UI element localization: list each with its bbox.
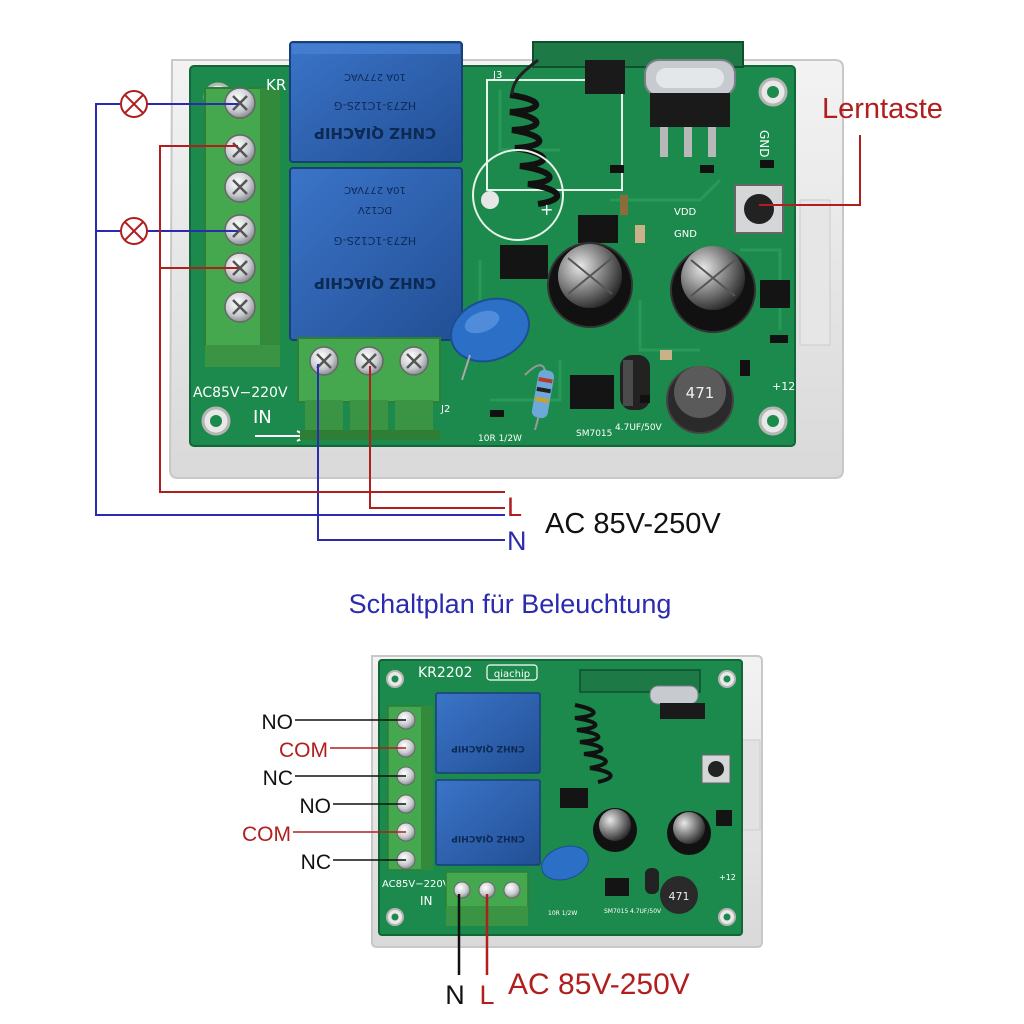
top-relay-2-rating: 10A 277VAC — [344, 184, 406, 195]
top-ic-2 — [578, 215, 618, 243]
bottom-relay-2-brand: CNHZ QIACHIP — [451, 833, 525, 843]
bottom-terminal-label-1: NO — [262, 711, 294, 734]
bottom-varistor — [541, 845, 589, 881]
top-relay-1: CNHZ QIACHIP HZ73-1C12S-G 10A 277VAC — [289, 41, 463, 163]
top-relay-2-brand: CNHZ QIACHIP — [314, 274, 436, 292]
top-lamp-2 — [120, 217, 148, 245]
top-mosfet — [760, 280, 790, 308]
top-cap-1 — [547, 242, 633, 328]
bottom-enclosure-clip — [741, 739, 761, 831]
top-cap-2 — [670, 246, 756, 333]
bottom-cap-small — [645, 868, 659, 894]
bottom-crystal — [649, 685, 699, 705]
bottom-terminal-label-4: NO — [300, 795, 332, 818]
top-wire-blue-n — [95, 103, 505, 516]
top-resistor-label: 10R 1/2W — [478, 434, 522, 444]
bottom-relay-2: CNHZ QIACHIP — [435, 779, 541, 866]
top-ic-1 — [500, 245, 548, 279]
top-relay-2: CNHZ QIACHIP HZ73-1C12S-G DC12V 10A 277V… — [289, 167, 463, 341]
bottom-mosfet — [716, 810, 732, 826]
top-j2-label: J2 — [440, 404, 450, 415]
bottom-relay-1: CNHZ QIACHIP — [435, 692, 541, 774]
top-in-label: IN — [253, 407, 272, 428]
top-vdd-label: VDD — [674, 207, 697, 218]
bottom-terminal-label-3: NC — [263, 767, 293, 790]
top-relay-1-brand: CNHZ QIACHIP — [314, 124, 436, 142]
top-varistor — [450, 297, 530, 381]
top-output-screws — [224, 87, 256, 323]
bottom-cap-label: 4.7UF/50V — [630, 908, 662, 915]
top-relay-1-rating: 10A 277VAC — [344, 71, 406, 82]
top-wire-red-l — [369, 366, 505, 509]
top-antenna-coil — [509, 92, 561, 207]
bottom-antenna-coil — [574, 703, 613, 784]
bottom-regulator-ic — [605, 878, 629, 896]
bottom-in-label: IN — [420, 894, 433, 908]
bottom-learn-button[interactable] — [701, 754, 731, 784]
bottom-cap-2 — [667, 811, 711, 855]
top-wiring — [95, 103, 505, 541]
top-plus12-label: +12 — [772, 380, 795, 393]
bottom-terminal-leaders — [293, 719, 406, 861]
bottom-cap-1 — [593, 808, 637, 852]
top-learn-button[interactable] — [734, 184, 784, 234]
top-regulator-label: SM7015 — [576, 429, 612, 439]
top-relay-2-voltage: DC12V — [358, 204, 392, 215]
bottom-ic-1 — [560, 788, 588, 808]
top-lerntaste-leader — [759, 135, 861, 206]
bottom-board-model: KR2202 — [418, 665, 473, 681]
diagram-title: Schaltplan für Beleuchtung — [349, 589, 672, 619]
top-relay-1-model: HZ73-1C12S-G — [334, 99, 416, 112]
bottom-brand-box — [486, 664, 538, 681]
top-wire-blue-terminal — [317, 364, 505, 541]
top-l-label: L — [507, 492, 522, 522]
bottom-brand: qiachip — [494, 669, 530, 680]
top-smd-module-chip — [585, 60, 625, 94]
top-board-model: KR — [266, 76, 286, 94]
bottom-l-label: L — [479, 980, 494, 1010]
top-input-label: AC85V−220V — [193, 385, 288, 401]
bottom-resistor-label: 10R 1/2W — [548, 910, 577, 917]
top-enclosure-clip — [799, 199, 831, 346]
top-n-label: N — [507, 526, 527, 556]
bottom-voltage-label: AC 85V-250V — [508, 968, 690, 1001]
top-gnd-label: GND — [757, 130, 771, 158]
top-wire-red-com — [159, 145, 505, 493]
bottom-n-label: N — [445, 980, 465, 1010]
top-cap-label: 4.7UF/50V — [615, 423, 663, 433]
top-mounting-holes — [201, 77, 788, 436]
top-j3-label: J3 — [492, 70, 502, 81]
top-relay-2-model: HZ73-1C12S-G — [334, 234, 416, 247]
bottom-regulator-to220 — [660, 703, 705, 719]
top-voltage-label: AC 85V-250V — [545, 508, 721, 540]
bottom-module: KR2202 qiachip CNHZ QIACHIP — [242, 655, 763, 1010]
bottom-output-terminal-block — [387, 705, 433, 871]
top-resistor — [524, 364, 555, 431]
top-antenna-lead — [510, 58, 539, 96]
top-gnd2-label: GND — [674, 229, 697, 240]
bottom-input-label: AC85V−220V — [382, 879, 450, 890]
bottom-terminal-label-2: COM — [279, 739, 328, 762]
top-regulator-ic — [570, 375, 614, 409]
bottom-relay-1-brand: CNHZ QIACHIP — [451, 743, 525, 753]
lerntaste-label: Lerntaste — [822, 93, 943, 125]
top-smd-components — [490, 160, 788, 417]
top-regulator-to220 — [650, 93, 730, 157]
top-inductor: 471 — [666, 366, 734, 434]
top-buzzer: + — [472, 149, 564, 241]
bottom-inductor: 471 — [660, 876, 698, 914]
bottom-terminal-label-6: NC — [301, 851, 331, 874]
top-lamp-1 — [120, 90, 148, 118]
svg-text:+: + — [540, 200, 553, 219]
top-inductor-label: 471 — [686, 384, 715, 402]
top-module: CNHZ QIACHIP HZ73-1C12S-G 10A 277VAC CNH… — [95, 41, 943, 556]
bottom-inductor-label: 471 — [669, 890, 690, 903]
bottom-terminal-label-5: COM — [242, 823, 291, 846]
bottom-plus12-label: +12 — [719, 873, 736, 882]
bottom-regulator-label: SM7015 — [604, 908, 628, 915]
top-crystal — [644, 59, 736, 97]
